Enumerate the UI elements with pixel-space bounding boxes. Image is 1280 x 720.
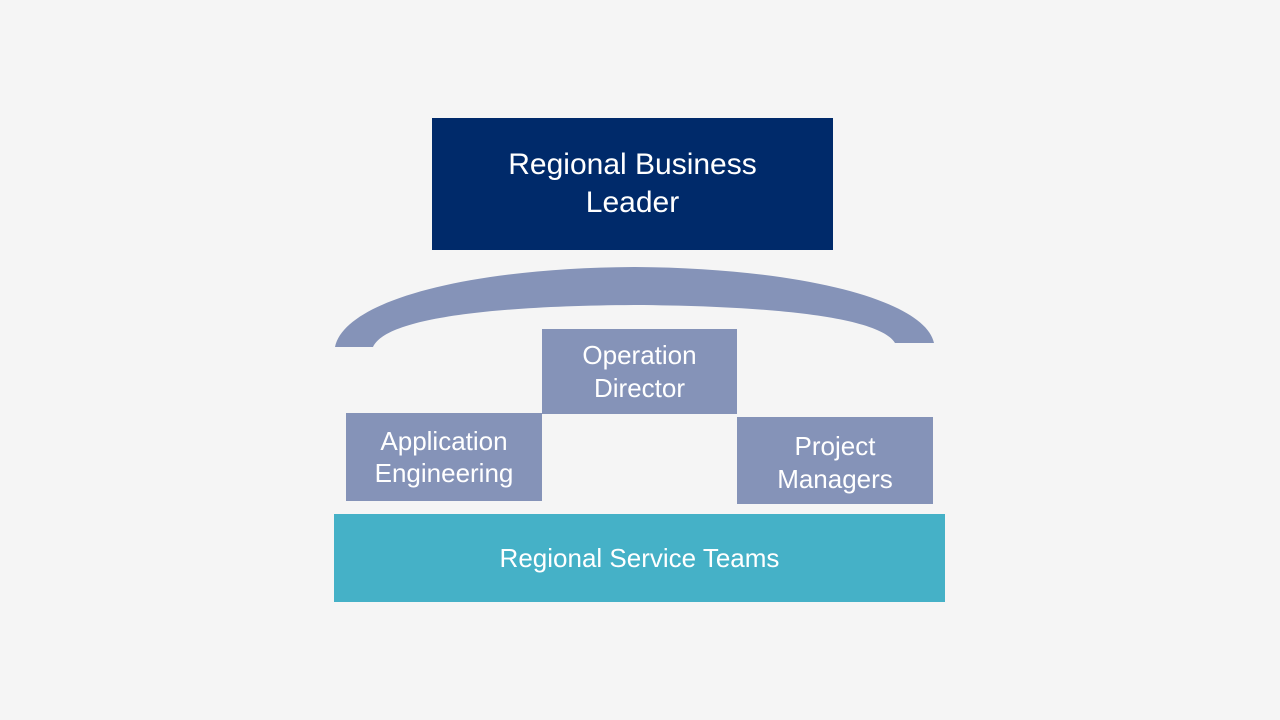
- regional-service-teams-box: Regional Service Teams: [334, 514, 945, 602]
- application-engineering-box: Application Engineering: [346, 413, 542, 501]
- project-managers-label: Project Managers: [777, 431, 893, 494]
- project-managers-box: Project Managers: [737, 417, 933, 504]
- application-engineering-label: Application Engineering: [374, 425, 514, 489]
- regional-business-leader-box: Regional Business Leader: [432, 118, 833, 250]
- regional-service-teams-label: Regional Service Teams: [499, 542, 780, 573]
- operation-director-label: Operation Director: [582, 340, 697, 403]
- operation-director-box: Operation Director: [542, 329, 737, 414]
- arc-shape: [335, 267, 934, 347]
- regional-business-leader-label: Regional Business Leader: [508, 147, 757, 219]
